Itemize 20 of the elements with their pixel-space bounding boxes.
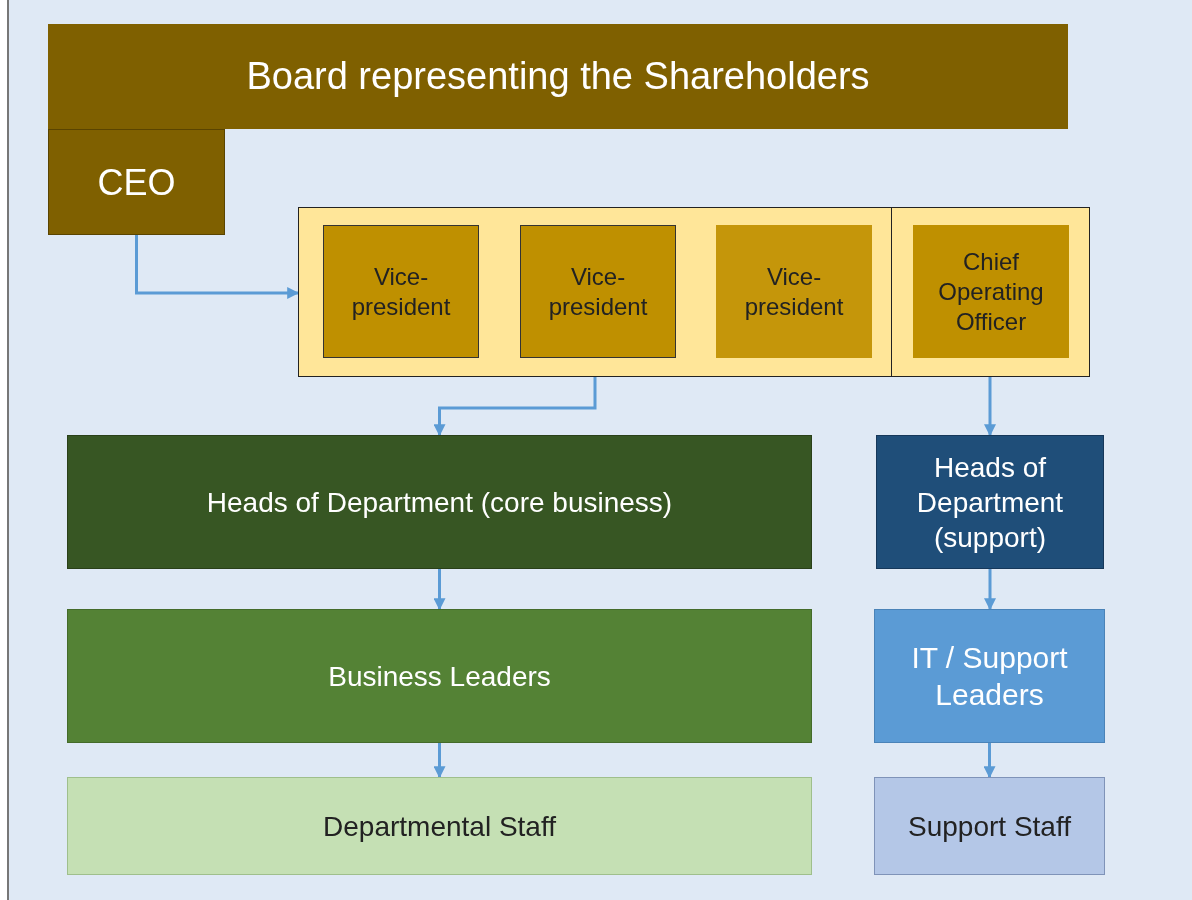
org-box: CEO	[48, 129, 225, 235]
arrow	[433, 377, 597, 437]
org-box: IT / Support Leaders	[874, 609, 1105, 743]
org-box: Heads of Department (support)	[876, 435, 1104, 569]
org-box: Vice-president	[716, 225, 872, 358]
org-box: Heads of Department (core business)	[67, 435, 812, 569]
arrow	[135, 235, 300, 299]
group-box	[298, 207, 1090, 377]
arrow	[433, 743, 446, 779]
arrow	[984, 377, 996, 437]
org-box: Vice-president	[323, 225, 479, 358]
arrow	[983, 743, 996, 779]
org-box: Departmental Staff	[67, 777, 812, 875]
org-box: Business Leaders	[67, 609, 812, 743]
arrow	[984, 569, 996, 611]
org-box: Board representing the Shareholders	[48, 24, 1068, 129]
org-box: Support Staff	[874, 777, 1105, 875]
org-box: Chief Operating Officer	[913, 225, 1069, 358]
arrow	[433, 569, 446, 611]
org-box: Vice-president	[520, 225, 676, 358]
